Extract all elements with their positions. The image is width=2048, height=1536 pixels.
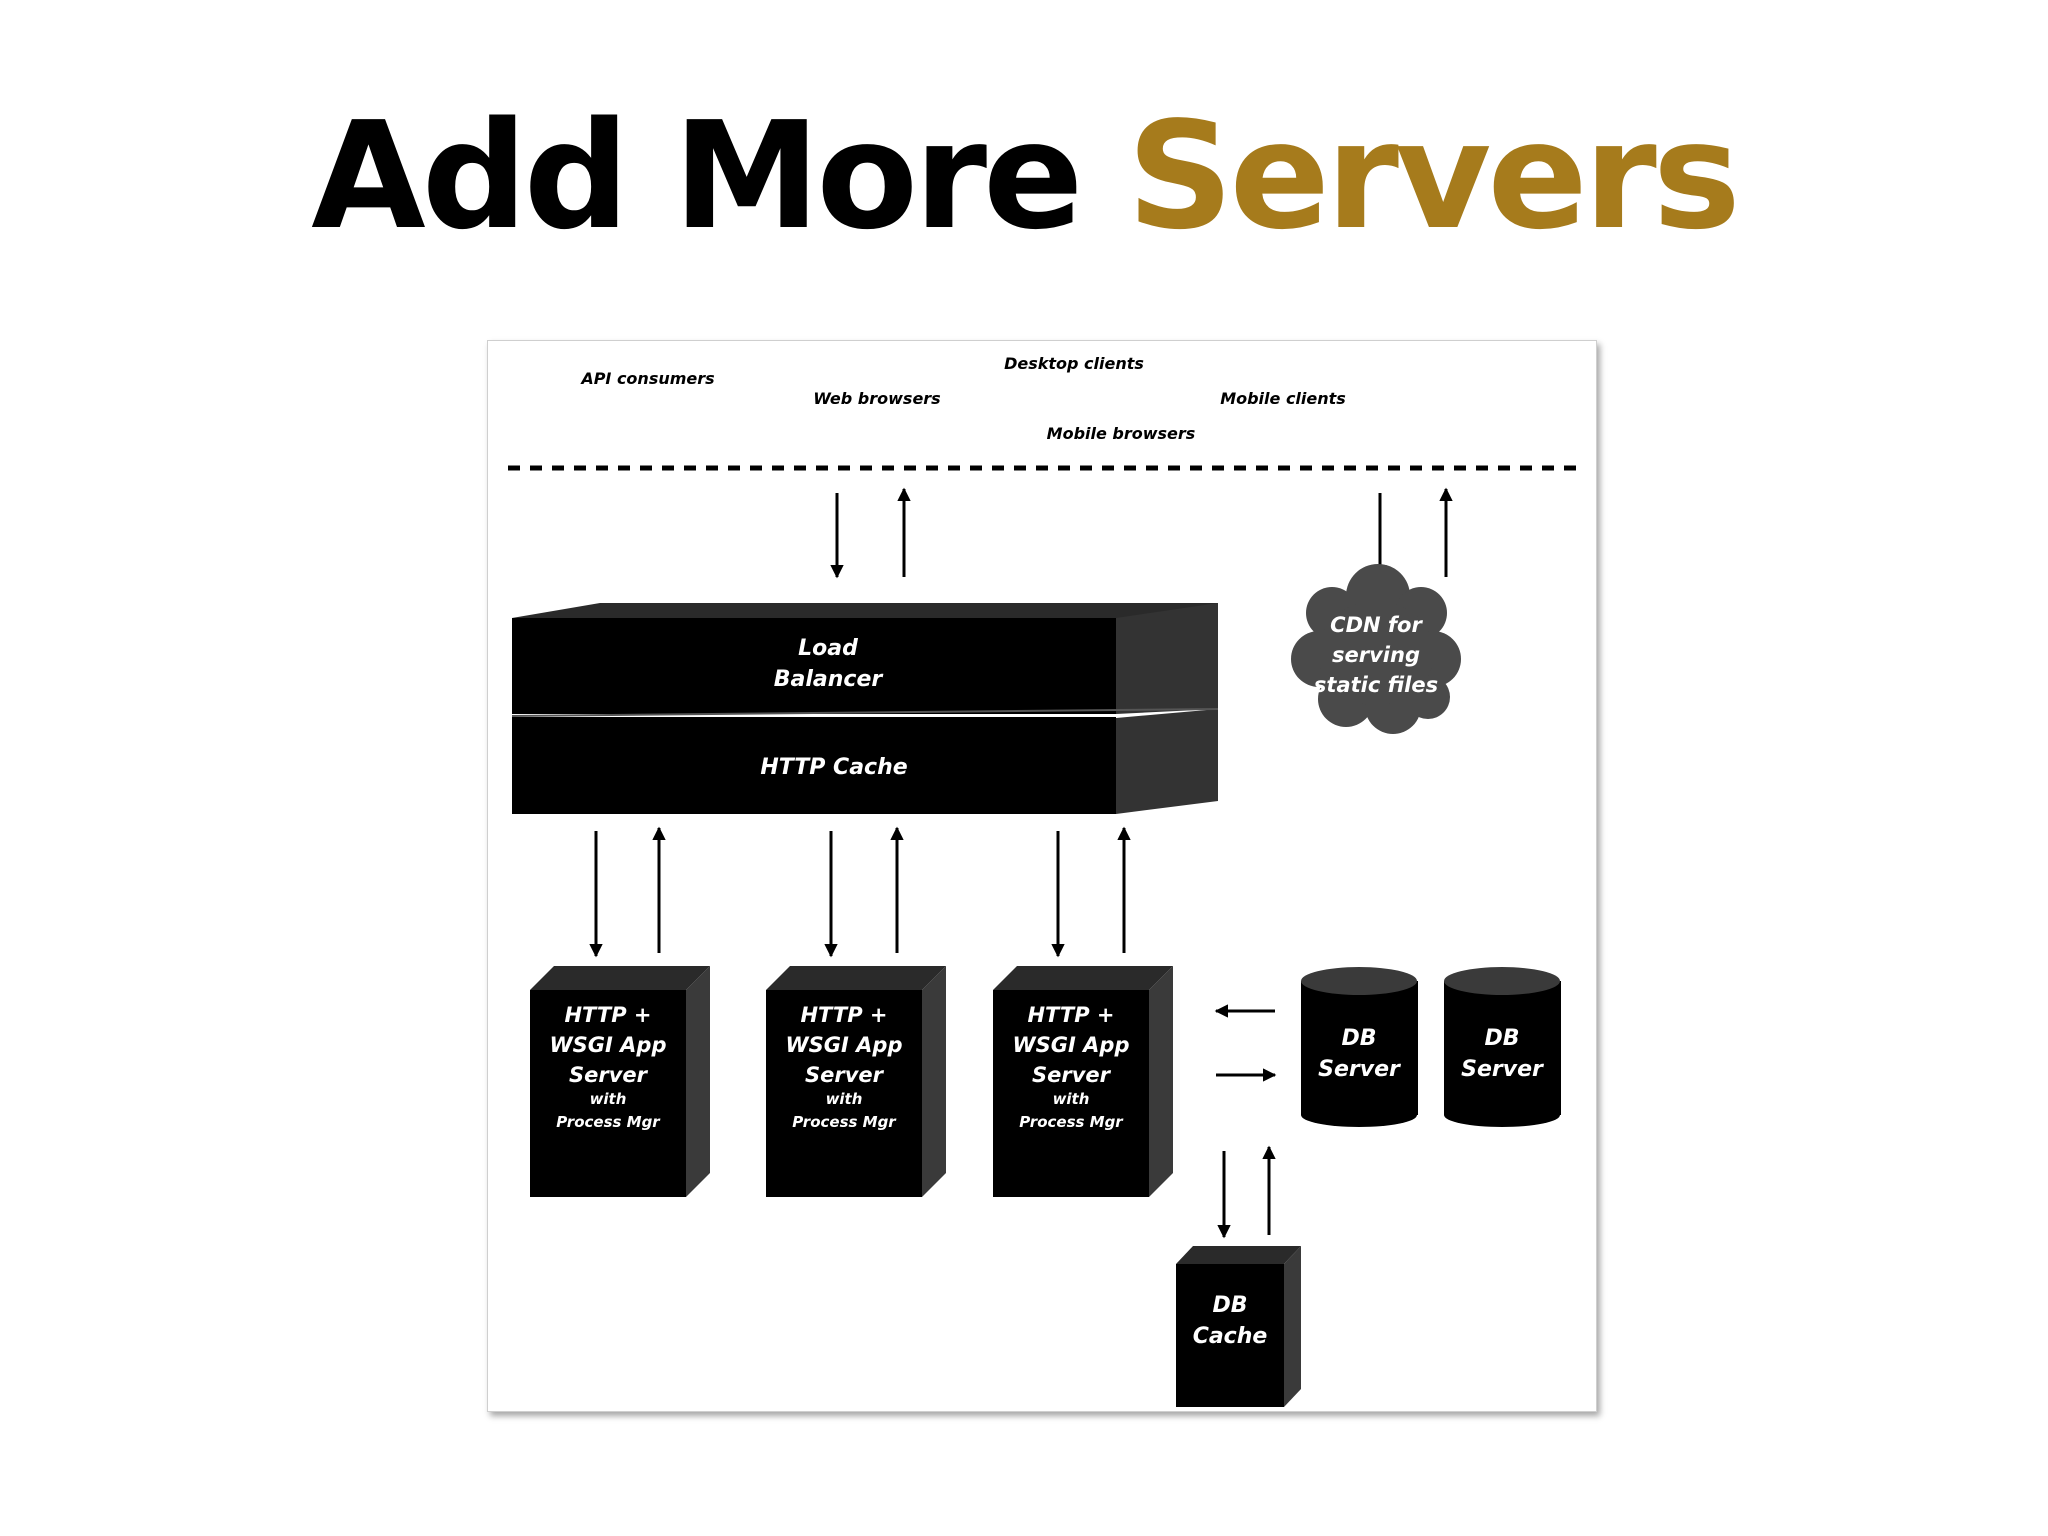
app-server-1-label-1: HTTP + — [564, 1003, 651, 1027]
app-server-1-label-5: Process Mgr — [556, 1113, 661, 1131]
db-server-2: DB Server — [1444, 967, 1561, 1127]
client-mobile-browsers: Mobile browsers — [1047, 424, 1196, 443]
db-cache-label-2: Cache — [1193, 1324, 1268, 1349]
db-cache-label-1: DB — [1212, 1293, 1247, 1318]
cdn-cloud: CDN for serving static files — [1291, 564, 1461, 734]
app-server-1-label-2: WSGI App — [550, 1033, 667, 1057]
architecture-diagram: API consumers Web browsers Desktop clien… — [508, 354, 1580, 1407]
http-cache-label: HTTP Cache — [760, 755, 907, 780]
app-server-2-label-1: HTTP + — [800, 1003, 887, 1027]
app-server-2-label-2: WSGI App — [786, 1033, 903, 1057]
cdn-label-1: CDN for — [1330, 613, 1423, 637]
app-server-2-label-4: with — [826, 1090, 863, 1108]
app-server-1: HTTP + WSGI App Server with Process Mgr — [530, 966, 710, 1197]
app-server-3-label-1: HTTP + — [1027, 1003, 1114, 1027]
app-server-2-label-3: Server — [805, 1063, 885, 1087]
app-server-1-label-4: with — [590, 1090, 627, 1108]
title-part-2: Servers — [1126, 90, 1741, 262]
app-server-3: HTTP + WSGI App Server with Process Mgr — [993, 966, 1173, 1197]
app-server-3-label-2: WSGI App — [1013, 1033, 1130, 1057]
db-server-1-label-2: Server — [1318, 1057, 1401, 1082]
app-server-2: HTTP + WSGI App Server with Process Mgr — [766, 966, 946, 1197]
db-cache-box: DB Cache — [1176, 1246, 1301, 1407]
diagram-frame: API consumers Web browsers Desktop clien… — [487, 340, 1597, 1412]
client-api-consumers: API consumers — [579, 369, 714, 388]
app-server-1-label-3: Server — [569, 1063, 649, 1087]
db-server-1: DB Server — [1301, 967, 1418, 1127]
client-web-browsers: Web browsers — [813, 389, 940, 408]
db-server-2-label-1: DB — [1484, 1026, 1519, 1051]
client-mobile-clients: Mobile clients — [1220, 389, 1346, 408]
cdn-label-3: static files — [1314, 673, 1438, 697]
app-server-3-label-5: Process Mgr — [1019, 1113, 1124, 1131]
slide-title: Add More Servers — [0, 102, 2048, 250]
db-server-2-label-2: Server — [1461, 1057, 1544, 1082]
app-server-3-label-3: Server — [1032, 1063, 1112, 1087]
cdn-label-2: serving — [1332, 643, 1420, 667]
title-part-1: Add More — [311, 90, 1127, 262]
db-server-1-label-1: DB — [1341, 1026, 1376, 1051]
load-balancer-label-2: Balancer — [774, 667, 884, 692]
http-cache-box: HTTP Cache — [511, 708, 1219, 814]
load-balancer-box: Load Balancer — [512, 603, 1218, 714]
app-server-2-label-5: Process Mgr — [792, 1113, 897, 1131]
app-server-3-label-4: with — [1053, 1090, 1090, 1108]
load-balancer-label-1: Load — [798, 636, 858, 661]
client-desktop-clients: Desktop clients — [1004, 354, 1144, 373]
